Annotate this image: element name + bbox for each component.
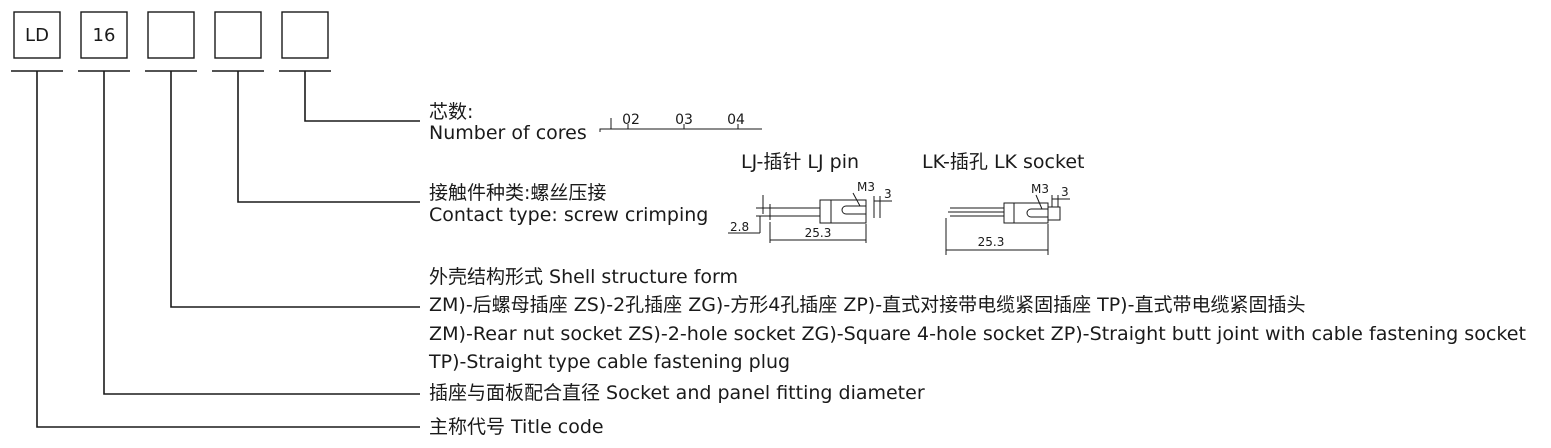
contact-label-cn: 接触件种类:螺丝压接	[429, 182, 606, 204]
leader-diameter	[103, 71, 420, 395]
cores-scale-hook	[599, 118, 612, 132]
code-box-1	[13, 11, 61, 59]
cores-section: 芯数: Number of cores 02 03 04	[429, 101, 762, 144]
code-boxes: LD 16	[13, 11, 329, 59]
code-box-5	[281, 11, 329, 59]
socket-body	[1003, 202, 1049, 224]
socket-length-dim: 25.3	[978, 235, 1005, 249]
title-code-label: 主称代号 Title code	[429, 416, 604, 438]
leader-title-code	[36, 71, 420, 428]
shell-options-en-2: TP)-Straight type cable fastening plug	[428, 351, 790, 373]
socket-drawing: LK-插孔 LK socket 25.3 M3 3	[922, 151, 1084, 255]
pin-drawing: LJ-插针 LJ pin 2.8 25.3 M3 3	[728, 151, 892, 243]
pin-pitch: 3	[884, 187, 892, 201]
cores-option-02: 02	[622, 112, 640, 128]
code-box-2-text: 16	[93, 25, 116, 46]
shell-options-cn: ZM)-后螺母插座 ZS)-2孔插座 ZG)-方形4孔插座 ZP)-直式对接带电…	[429, 294, 1305, 316]
shell-options-en-1: ZM)-Rear nut socket ZS)-2-hole socket ZG…	[429, 323, 1526, 345]
code-box-1-text: LD	[25, 25, 49, 46]
leader-contact	[237, 71, 420, 203]
shell-section: 外壳结构形式 Shell structure form ZM)-后螺母插座 ZS…	[428, 266, 1526, 373]
code-box-2	[80, 11, 128, 59]
cores-option-04: 04	[727, 112, 745, 128]
pin-thread: M3	[857, 180, 875, 194]
socket-thread: M3	[1031, 182, 1049, 196]
leader-shell	[170, 71, 420, 308]
cores-option-03: 03	[675, 112, 693, 128]
pin-title: LJ-插针 LJ pin	[741, 151, 859, 173]
socket-pitch: 3	[1061, 185, 1069, 199]
contact-section: 接触件种类:螺丝压接 Contact type: screw crimping	[429, 182, 708, 226]
code-box-3	[147, 11, 195, 59]
contact-label-en: Contact type: screw crimping	[429, 204, 708, 226]
pin-length-dim: 25.3	[805, 226, 832, 240]
cores-label-en: Number of cores	[429, 122, 587, 144]
pin-diameter-dim: 2.8	[730, 220, 749, 234]
diameter-label: 插座与面板配合直径 Socket and panel fitting diame…	[429, 382, 925, 404]
shell-title: 外壳结构形式 Shell structure form	[429, 266, 738, 288]
code-box-4	[214, 11, 262, 59]
leader-lines	[36, 71, 420, 428]
socket-title: LK-插孔 LK socket	[922, 151, 1084, 173]
cores-label-cn: 芯数:	[429, 101, 473, 123]
leader-cores	[304, 71, 420, 122]
